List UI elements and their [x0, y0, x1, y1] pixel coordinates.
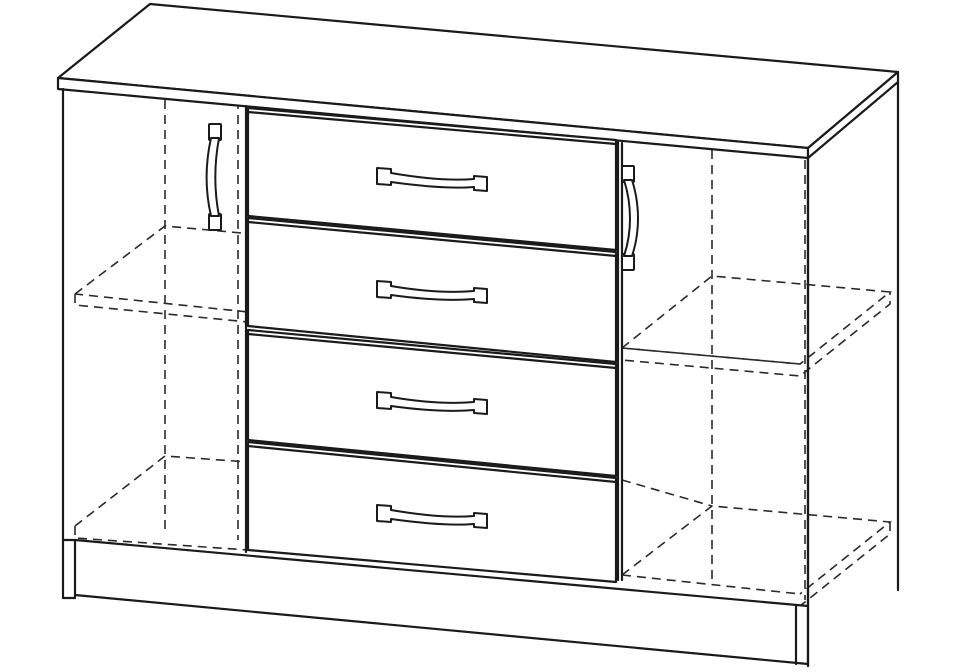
drawer-1-top-edge [246, 110, 618, 146]
drawer-3-handle[interactable] [376, 391, 488, 415]
left-door-handle [205, 123, 222, 231]
drawer-2[interactable] [246, 216, 618, 364]
drawer-4-handle[interactable] [376, 504, 488, 529]
right-lower-shelf [621, 505, 893, 607]
drawer-2-handle[interactable] [376, 280, 488, 304]
right-door-handle [621, 165, 639, 271]
drawer-2-front [246, 216, 618, 364]
plinth-front-top [73, 538, 810, 608]
plinth-left [61, 538, 77, 600]
drawer-3-top-edge [246, 332, 618, 370]
drawer-4[interactable] [246, 440, 618, 584]
drawer-stack [246, 106, 618, 584]
right-door [616, 140, 639, 582]
visible-shelf-edges [621, 347, 801, 595]
left-lower-shelf [74, 455, 249, 551]
drawer-4-front [246, 440, 618, 584]
drawer-2-top-edge [246, 220, 618, 258]
drawer-4-top-edge [246, 444, 618, 484]
right-upper-shelf [621, 275, 893, 377]
drawer-1-handle[interactable] [376, 167, 488, 192]
bottom-right-back-line [621, 479, 713, 507]
left-door [205, 104, 248, 554]
plinth-front-bottom [73, 593, 810, 666]
top-panel [56, 2, 900, 160]
drawer-3[interactable] [246, 328, 618, 478]
drawer-1[interactable] [246, 106, 618, 252]
